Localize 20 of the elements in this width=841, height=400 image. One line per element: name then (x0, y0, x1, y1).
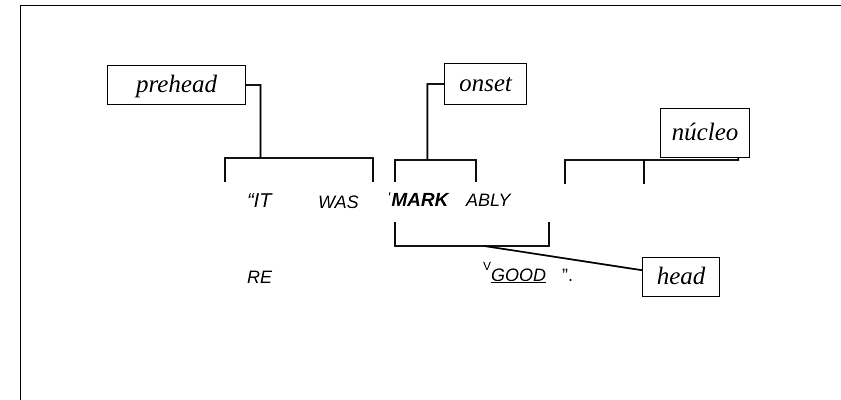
bracket-line (394, 159, 477, 183)
word-text: RE (247, 268, 272, 286)
word-text: WAS (318, 193, 359, 211)
bracket-line (224, 157, 374, 183)
label-box: núcleo (660, 108, 750, 158)
label-box: head (642, 257, 720, 297)
bracket-line (394, 221, 550, 247)
word-text: ”. (562, 266, 573, 284)
label-box: prehead (107, 65, 246, 105)
word-text: ˈMARK (385, 191, 448, 210)
leader-line (426, 83, 444, 160)
tone-mark: V (483, 260, 492, 272)
leader-line (246, 84, 262, 158)
word-text: GOOD (491, 266, 546, 284)
leader-line (484, 245, 642, 272)
word-text: ABLY (466, 191, 510, 209)
label-box: onset (444, 63, 527, 105)
bracket-line (564, 159, 645, 185)
leader-line (644, 158, 740, 161)
word-text: “IT (247, 191, 272, 211)
